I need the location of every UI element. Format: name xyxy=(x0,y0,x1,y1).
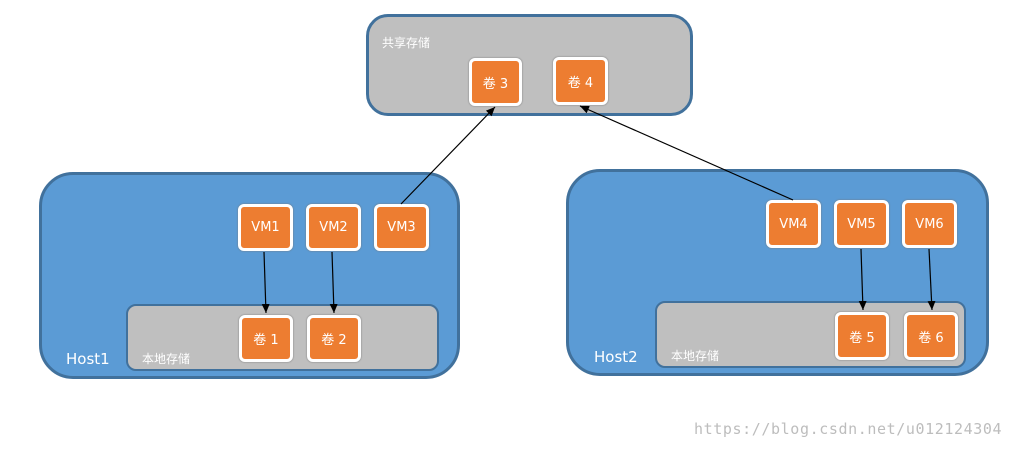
edge-vm4-volume4 xyxy=(579,105,794,201)
volume-2: 卷 2 xyxy=(307,315,361,362)
vm-3: VM3 xyxy=(374,204,429,251)
host-2-label: Host2 xyxy=(594,348,638,366)
volume-3: 卷 3 xyxy=(469,58,522,106)
volume-4: 卷 4 xyxy=(553,57,608,105)
shared-storage: 共享存储 xyxy=(366,14,693,116)
watermark: https://blog.csdn.net/u012124304 xyxy=(694,420,1003,438)
edge-vm2-volume2 xyxy=(329,251,338,314)
edge-vm6-volume6 xyxy=(927,248,936,311)
host-2-local-storage-label: 本地存储 xyxy=(671,349,720,363)
host-1-local-storage-label: 本地存储 xyxy=(142,352,191,366)
host-1-label: Host1 xyxy=(66,350,110,368)
vm-5: VM5 xyxy=(834,200,889,248)
vm-4: VM4 xyxy=(766,200,821,248)
vm-1: VM1 xyxy=(238,204,293,251)
vm-6: VM6 xyxy=(902,200,957,248)
vm-2: VM2 xyxy=(306,204,361,251)
volume-5: 卷 5 xyxy=(835,312,889,360)
edge-vm5-volume5 xyxy=(858,248,867,311)
edge-vm3-volume3 xyxy=(400,106,496,205)
volume-6: 卷 6 xyxy=(904,312,958,360)
edge-vm1-volume1 xyxy=(261,251,270,314)
volume-1: 卷 1 xyxy=(239,315,293,362)
shared-storage-label: 共享存储 xyxy=(382,36,431,50)
